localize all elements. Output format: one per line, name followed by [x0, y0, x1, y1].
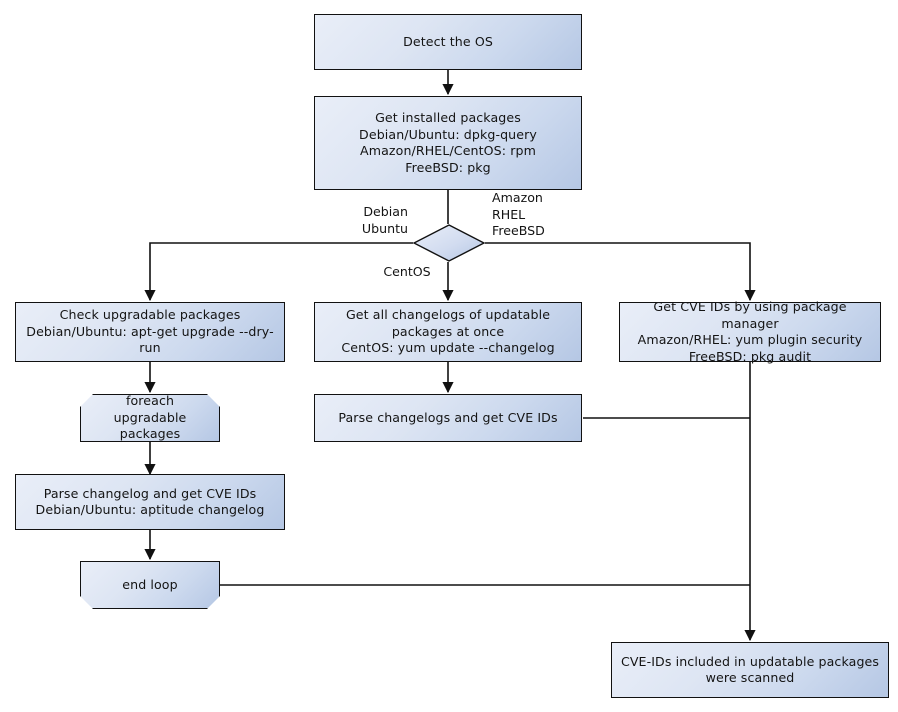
node-get-installed-packages-label: Get installed packages Debian/Ubuntu: dp…: [359, 110, 537, 175]
node-end-loop[interactable]: end loop: [80, 561, 220, 609]
node-parse-changelogs-multi[interactable]: Parse changelogs and get CVE IDs: [314, 394, 582, 442]
node-parse-changelog-single-label: Parse changelog and get CVE IDs Debian/U…: [35, 485, 265, 518]
node-detect-os-label: Detect the OS: [403, 33, 493, 49]
node-get-all-changelogs-label: Get all changelogs of updatable packages…: [341, 307, 555, 356]
node-detect-os[interactable]: Detect the OS: [314, 14, 582, 70]
node-scanned-result-label: CVE-IDs included in updatable packages w…: [620, 653, 880, 686]
node-get-all-changelogs[interactable]: Get all changelogs of updatable packages…: [314, 302, 582, 362]
node-os-decision[interactable]: [412, 224, 486, 262]
node-foreach-upgradable-packages[interactable]: foreach upgradable packages: [80, 393, 220, 442]
loop-end-shape: [80, 561, 220, 609]
node-end-loop-label: end loop: [122, 576, 178, 592]
node-get-cve-ids-package-manager[interactable]: Get CVE IDs by using package manager Ama…: [619, 299, 881, 364]
node-parse-changelogs-multi-label: Parse changelogs and get CVE IDs: [338, 409, 558, 425]
diamond-icon: [412, 224, 486, 262]
node-scanned-result[interactable]: CVE-IDs included in updatable packages w…: [611, 642, 889, 698]
loop-start-shape: [80, 394, 220, 442]
edge-label-amazon-rhel-freebsd: Amazon RHEL FreeBSD: [492, 190, 545, 238]
edge-label-debian-ubuntu: Debian Ubuntu: [361, 204, 408, 236]
node-check-upgradable-packages-label: Check upgradable packages Debian/Ubuntu:…: [26, 307, 274, 356]
node-check-upgradable-packages[interactable]: Check upgradable packages Debian/Ubuntu:…: [15, 302, 285, 362]
node-foreach-upgradable-packages-label: foreach upgradable packages: [113, 393, 187, 442]
node-get-installed-packages[interactable]: Get installed packages Debian/Ubuntu: dp…: [314, 96, 582, 190]
edge-label-centos: CentOS: [383, 264, 431, 279]
node-get-cve-ids-package-manager-label: Get CVE IDs by using package manager Ama…: [637, 299, 863, 364]
node-parse-changelog-single[interactable]: Parse changelog and get CVE IDs Debian/U…: [15, 474, 285, 530]
edge-decision-to-check-upgradable: [144, 242, 413, 302]
edge-decision-to-pkgmgr: [485, 242, 756, 302]
